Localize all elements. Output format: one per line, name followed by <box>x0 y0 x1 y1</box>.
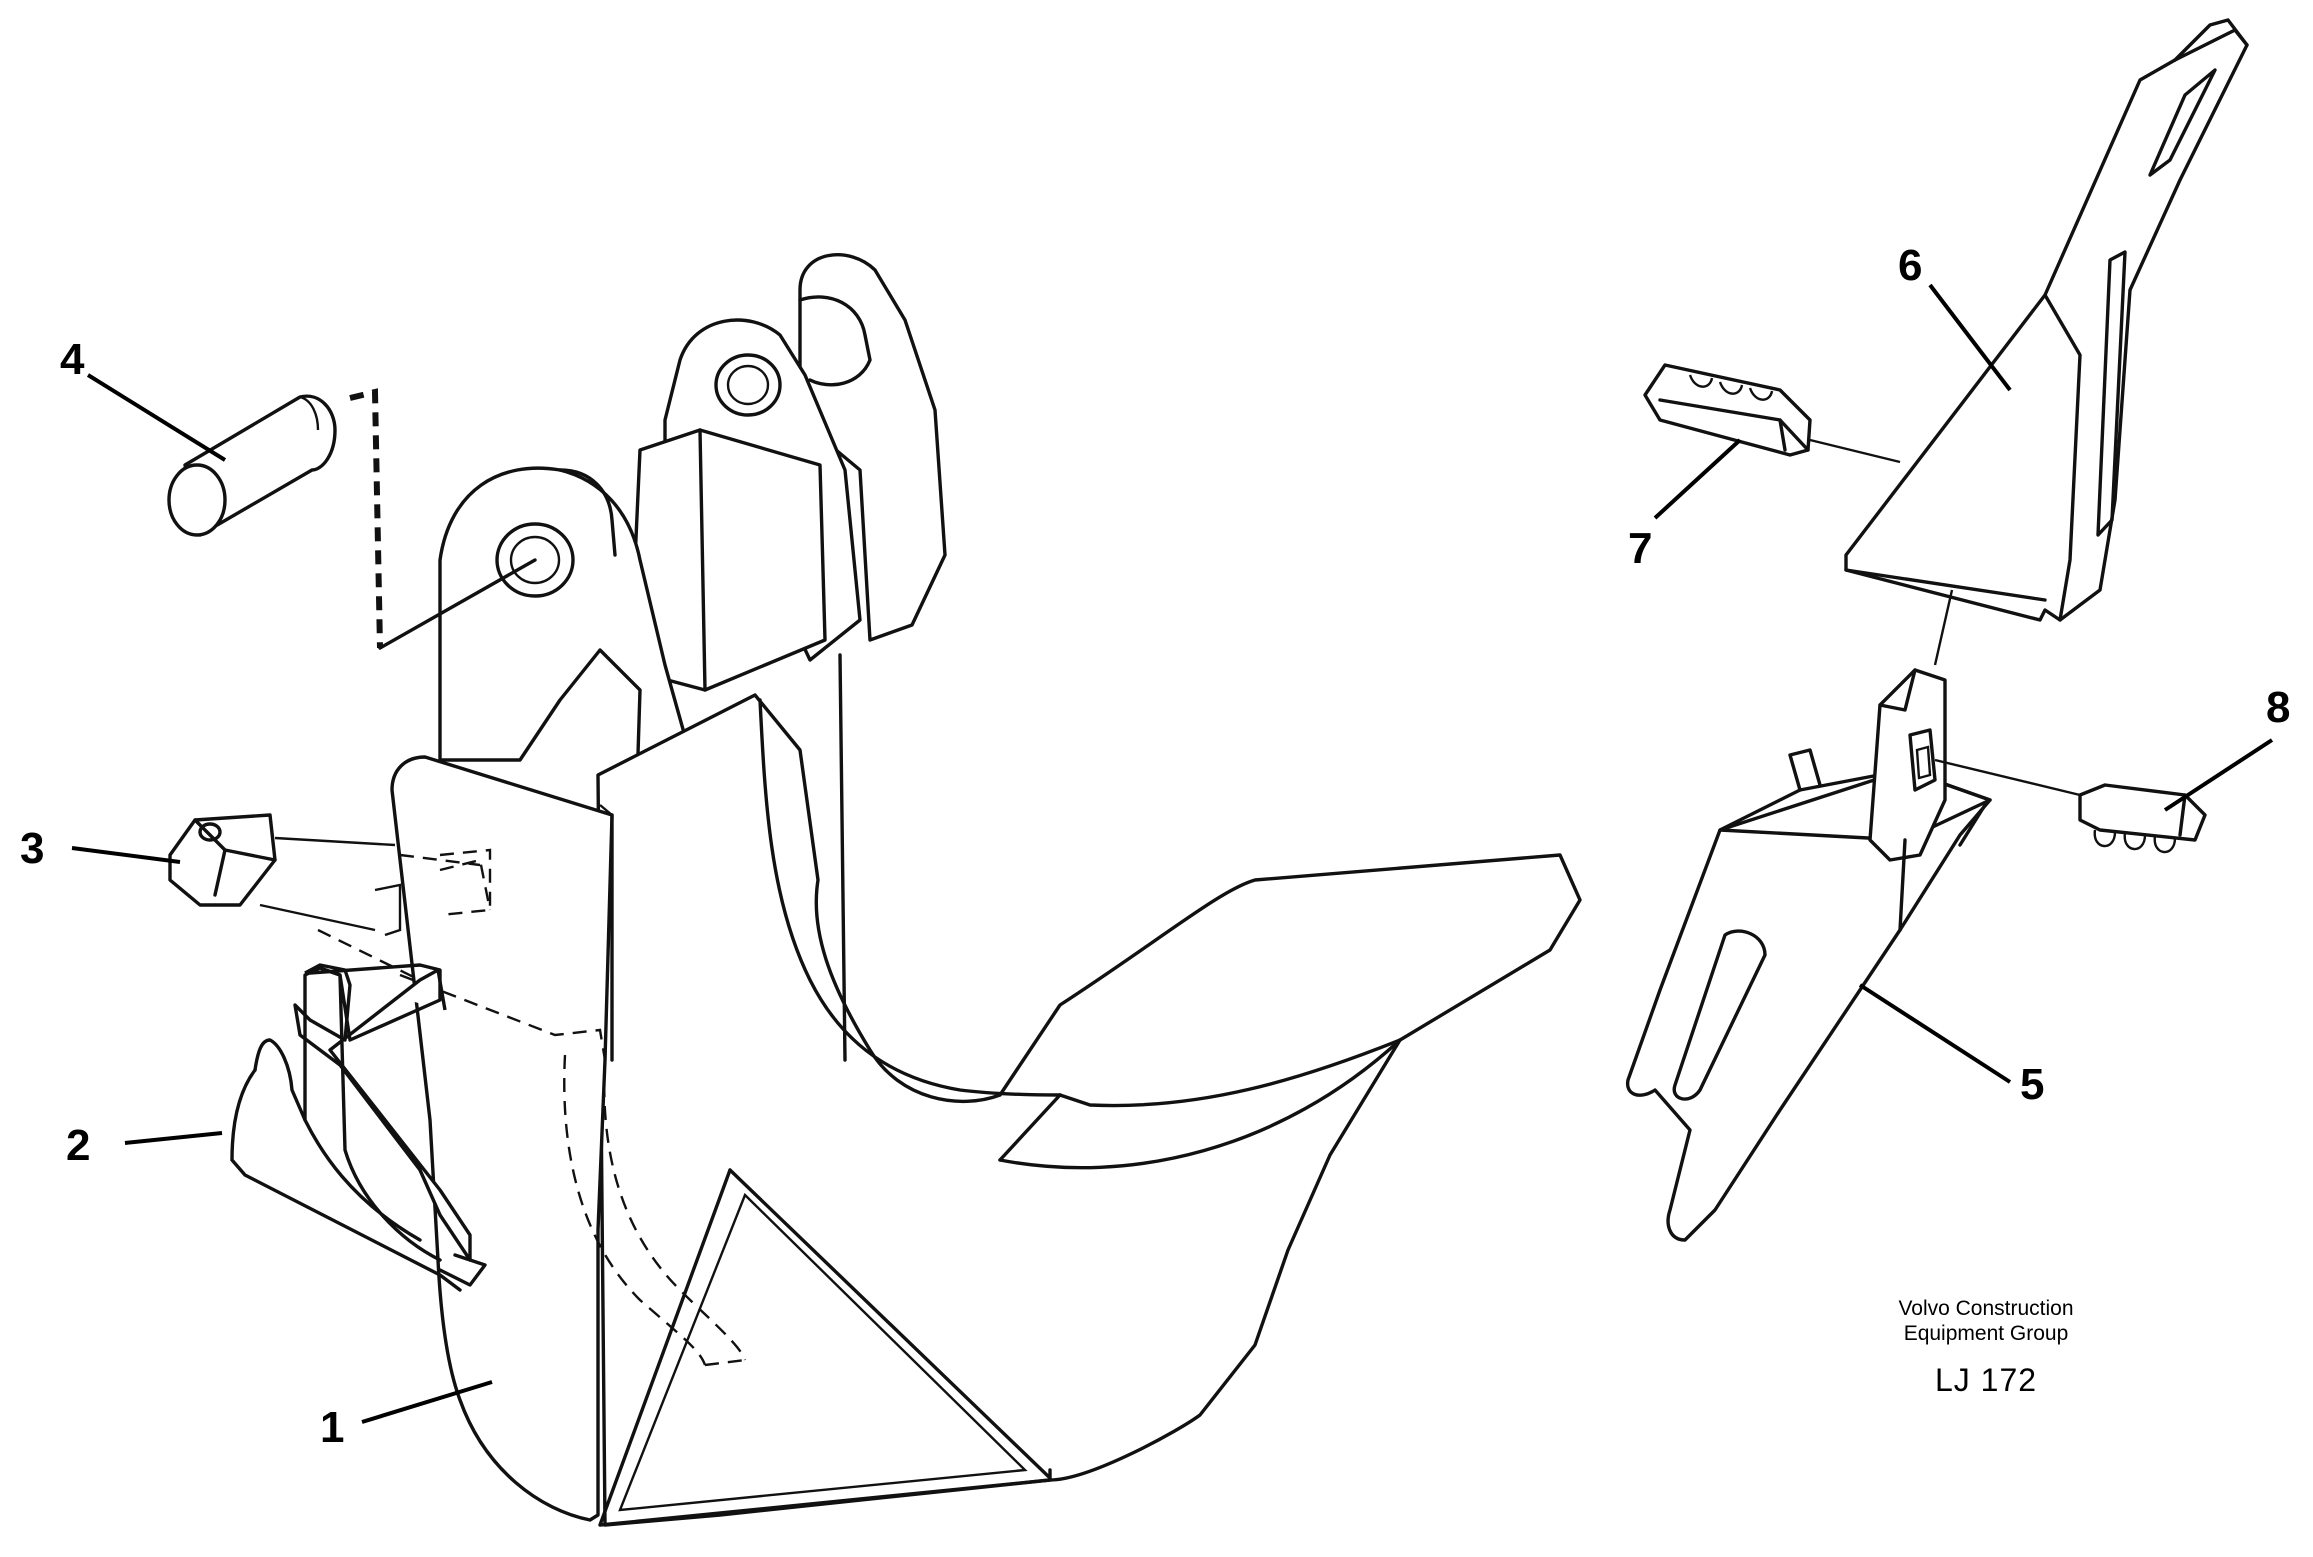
adapter-nose-edge <box>1878 668 1917 712</box>
lug-bore-middle-inner <box>726 364 770 406</box>
pin-center-line <box>378 558 537 650</box>
adapter-tooth-link <box>1933 589 1954 666</box>
leader-4 <box>86 373 227 462</box>
hook-tab <box>438 1253 487 1287</box>
callout-label-2: 2 <box>66 1121 90 1170</box>
lug-bore-front-inner <box>509 535 561 585</box>
shank-gusset-inner <box>618 1192 1028 1512</box>
hook-arm <box>318 966 442 1262</box>
cross-box-edge <box>698 428 707 692</box>
leader-3 <box>71 846 181 864</box>
adapter-slot <box>1672 929 1767 1101</box>
credit-line-2: Equipment Group <box>1903 1322 2069 1345</box>
leader-2 <box>124 1131 223 1145</box>
part-3-lock-block <box>168 813 492 937</box>
callout-labels: 1 2 3 4 5 6 7 8 <box>20 241 2290 1452</box>
lock-block-face <box>193 818 277 897</box>
tooth-slot-side <box>2096 250 2127 537</box>
adapter-body <box>1625 768 1992 1242</box>
part-7-retainer <box>1643 363 1901 464</box>
retainer-7-face <box>1658 398 1810 452</box>
tooth-adapter <box>1625 668 1992 1242</box>
shank-inner-curve <box>758 698 1062 1097</box>
mounting-lug-rear <box>798 253 947 642</box>
ripper-shank <box>317 253 1582 1527</box>
leader-6 <box>1928 283 2012 392</box>
adapter-nose <box>1868 668 1947 862</box>
part-8-retainer <box>1934 758 2207 854</box>
credit-line-1: Volvo Construction <box>1898 1297 2074 1320</box>
hook-inner-curve <box>303 1118 422 1242</box>
hook-lower <box>230 1068 462 1292</box>
shank-top-notch <box>599 804 614 830</box>
shank-front-plate <box>390 755 614 1522</box>
leader-5 <box>1858 983 2012 1084</box>
tooth-point <box>1844 18 2249 622</box>
callout-label-4: 4 <box>60 335 85 384</box>
adapter-pin-hole-inner <box>1915 745 1932 780</box>
pin-chamfer <box>299 395 320 431</box>
shank-upper-edge <box>1058 1038 1402 1108</box>
lock-block-hidden <box>399 853 492 911</box>
pin-boss <box>798 295 872 387</box>
callout-label-5: 5 <box>2020 1060 2044 1109</box>
leader-7 <box>1653 438 1742 520</box>
tooth-slot-upper <box>2148 68 2217 177</box>
tooth-base-edge <box>1844 568 2047 602</box>
leader-1 <box>361 1380 493 1424</box>
shank-gusset <box>728 1168 1052 1480</box>
shank-ridge-lower <box>998 1093 1062 1162</box>
retainer-8-teeth <box>2093 829 2177 854</box>
adapter-top-edge <box>1788 748 1822 792</box>
shank-ridge <box>998 1038 1402 1170</box>
retainer-8-face <box>2178 793 2187 837</box>
leader-8 <box>2163 738 2274 812</box>
adapter-side-lip <box>1898 803 1987 932</box>
retainer-7-teeth <box>1688 374 1774 401</box>
pin-dashed-leader <box>349 388 383 649</box>
hidden-web-outer <box>603 1059 747 1361</box>
hidden-web-upper <box>399 973 607 1061</box>
hidden-web-inner <box>563 1054 707 1366</box>
tooth-body <box>1844 28 2249 622</box>
lug-bore-front <box>495 522 575 598</box>
shank-vertical-edge <box>838 653 847 1062</box>
shank-bottom-left <box>598 1168 1052 1527</box>
callout-label-1: 1 <box>320 1403 344 1452</box>
part-4-pin <box>167 388 537 650</box>
callout-label-8: 8 <box>2266 683 2290 732</box>
publisher-credit: Volvo Construction Equipment Group LJ 17… <box>1856 1296 2116 1399</box>
callout-label-3: 3 <box>20 824 44 873</box>
retainer-8-link <box>1934 758 2081 797</box>
lock-block-arm <box>259 836 402 937</box>
figure-code: LJ 172 <box>1934 1362 2038 1398</box>
retainer-7-link <box>1809 438 1901 464</box>
lock-block-hole <box>198 822 222 842</box>
hook-body <box>293 963 472 1262</box>
tooth-edge <box>2043 293 2082 622</box>
callout-label-7: 7 <box>1628 524 1652 573</box>
hidden-web-end <box>704 1358 746 1367</box>
pin-boss-front <box>558 468 617 557</box>
part-2-hook <box>230 963 487 1292</box>
retainer-8-body <box>2078 783 2207 842</box>
callout-label-6: 6 <box>1898 241 1922 290</box>
adapter-pin-hole <box>1908 728 1937 792</box>
callout-leaders <box>71 283 2274 1424</box>
shank-body <box>596 693 1582 1527</box>
tooth-tip <box>2173 18 2249 62</box>
pin-end-face <box>167 463 227 537</box>
hidden-keeper-slot <box>439 848 492 917</box>
lug-bore-middle <box>714 353 782 417</box>
